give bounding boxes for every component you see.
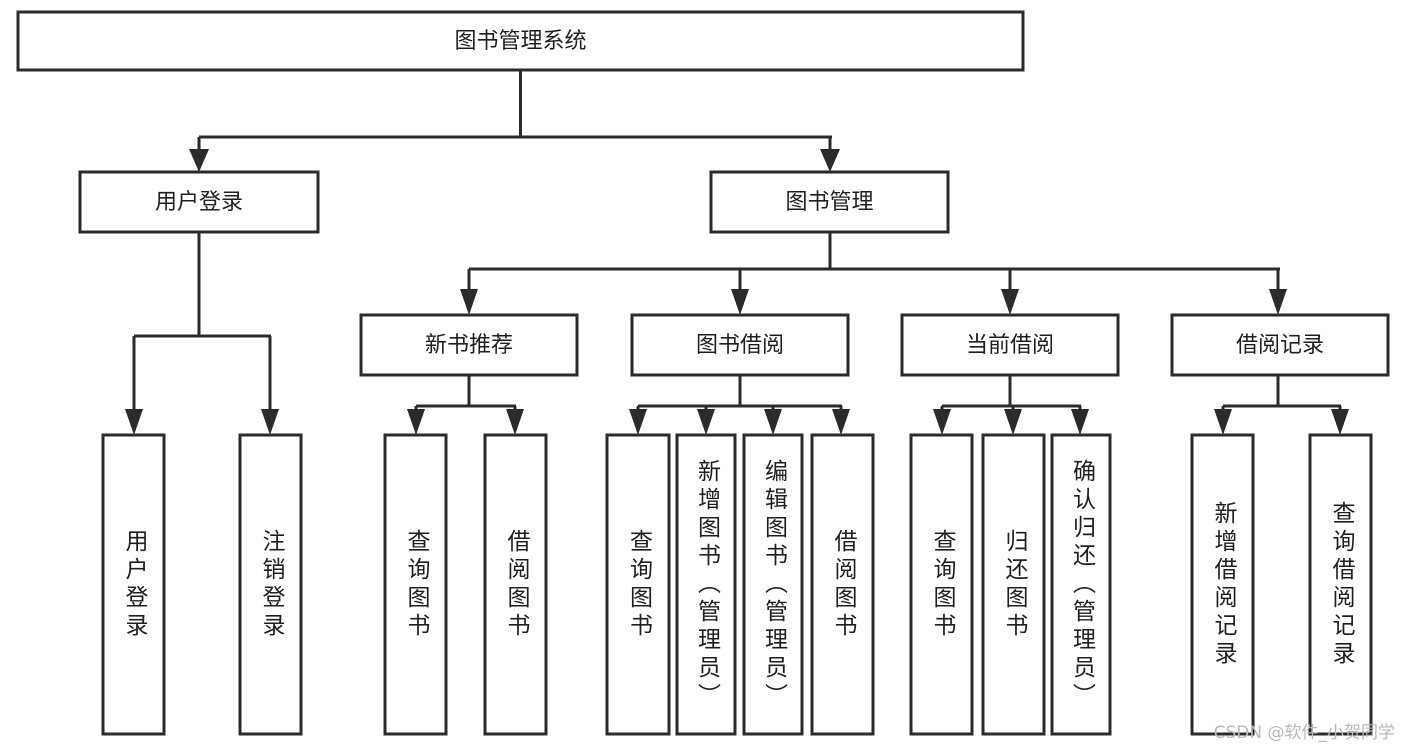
arrow-book-borrow-l4 [832,409,850,435]
node-leaf-confirm-return-admin[interactable]: 确认归还（管理员） [1052,435,1110,734]
node-leaf-query-book-1-label: 查询图书 [403,528,429,641]
arrow-root-to-book-manage [820,149,840,172]
node-leaf-borrow-book-1[interactable]: 借阅图书 [485,435,546,734]
node-leaf-return-book[interactable]: 归还图书 [983,435,1044,734]
node-book-borrow[interactable]: 图书借阅 [630,313,850,377]
node-leaf-user-logout[interactable]: 注销登录 [240,435,301,734]
node-book-borrow-label: 图书借阅 [696,333,784,358]
node-borrow-record-label: 借阅记录 [1236,333,1324,358]
arrow-current-borrow-l3 [1071,409,1089,435]
node-leaf-return-book-label: 归还图书 [1001,528,1027,641]
node-leaf-query-book-3-label: 查询图书 [929,528,955,641]
node-leaf-borrow-book-2[interactable]: 借阅图书 [812,435,873,734]
arrow-book-manage-c2 [731,289,749,315]
node-leaf-user-login-box[interactable] [101,433,166,736]
node-user-login-box[interactable] [78,170,320,234]
node-leaf-user-login-label: 用户登录 [121,528,147,641]
node-leaf-query-borrow-record-box[interactable] [1308,433,1373,736]
node-new-book-recommend-label: 新书推荐 [425,333,513,358]
arrow-book-borrow-l3 [764,409,782,435]
node-book-manage-label: 图书管理 [785,190,873,215]
node-current-borrow-label: 当前借阅 [966,333,1054,358]
node-user-login[interactable]: 用户登录 [78,170,320,234]
node-book-manage[interactable]: 图书管理 [709,170,950,234]
node-leaf-confirm-return-admin-box[interactable] [1050,433,1112,736]
node-new-book-recommend[interactable]: 新书推荐 [359,313,579,377]
csdn-watermark: CSDN @软件_小贺同学 [1213,723,1395,743]
node-leaf-borrow-book-1-box[interactable] [483,433,548,736]
arrow-book-manage-c1 [460,289,478,315]
arrow-current-borrow-l2 [1004,409,1022,435]
node-root[interactable]: 图书管理系统 [16,10,1025,72]
node-current-borrow-box[interactable] [900,313,1120,377]
node-root-label: 图书管理系统 [454,29,586,54]
node-leaf-user-logout-label: 注销登录 [258,528,284,641]
node-leaf-add-borrow-record[interactable]: 新增借阅记录 [1192,435,1253,734]
node-borrow-record[interactable]: 借阅记录 [1170,313,1390,377]
node-leaf-user-login[interactable]: 用户登录 [103,435,164,734]
node-leaf-borrow-book-2-box[interactable] [810,433,875,736]
node-leaf-query-book-2-label: 查询图书 [625,528,652,641]
node-leaf-query-book-3-box[interactable] [909,433,974,736]
node-borrow-record-box[interactable] [1170,313,1390,377]
node-book-borrow-box[interactable] [630,313,850,377]
node-leaf-borrow-book-1-label: 借阅图书 [503,528,529,641]
node-leaf-add-borrow-record-box[interactable] [1190,433,1255,736]
node-leaf-query-book-2-box[interactable] [605,433,671,736]
node-leaf-add-book-admin[interactable]: 新增图书（管理员） [677,435,735,734]
arrow-borrow-record-l2 [1331,409,1349,435]
node-leaf-add-book-admin-box[interactable] [675,433,737,736]
node-leaf-query-borrow-record-label: 查询借阅记录 [1328,500,1354,669]
arrow-book-borrow-l1 [629,409,647,435]
node-user-login-label: 用户登录 [155,190,243,215]
arrow-book-manage-c3 [1001,289,1019,315]
node-book-manage-box[interactable] [709,170,950,234]
arrow-new-book-l2 [506,409,524,435]
node-leaf-query-book-2[interactable]: 查询图书 [607,435,669,734]
arrow-book-manage-c4 [1269,289,1287,315]
node-current-borrow[interactable]: 当前借阅 [900,313,1120,377]
arrow-user-login-right [261,409,279,435]
node-root-box[interactable] [16,10,1025,72]
arrow-borrow-record-l1 [1214,409,1232,435]
arrow-current-borrow-l1 [933,409,951,435]
arrow-user-login-left [125,409,143,435]
node-leaf-query-book-1-box[interactable] [383,433,448,736]
arrow-book-borrow-l2 [697,409,715,435]
node-leaf-edit-book-admin-label: 编辑图书（管理员） [760,458,787,711]
node-leaf-user-logout-box[interactable] [238,433,303,736]
arrow-root-to-user-login [189,149,209,172]
node-leaf-add-borrow-record-label: 新增借阅记录 [1210,500,1236,669]
node-leaf-query-borrow-record[interactable]: 查询借阅记录 [1310,435,1371,734]
arrow-new-book-l1 [407,409,425,435]
node-leaf-borrow-book-2-label: 借阅图书 [830,528,856,641]
node-leaf-query-book-1[interactable]: 查询图书 [385,435,446,734]
node-leaf-edit-book-admin[interactable]: 编辑图书（管理员） [744,435,802,734]
node-leaf-return-book-box[interactable] [981,433,1046,736]
node-leaf-confirm-return-admin-label: 确认归还（管理员） [1068,458,1095,711]
node-leaf-query-book-3[interactable]: 查询图书 [911,435,972,734]
leaf-box-layer [101,433,1373,736]
edge-layer [125,70,1349,435]
node-new-book-recommend-box[interactable] [359,313,579,377]
node-leaf-edit-book-admin-box[interactable] [742,433,804,736]
node-leaf-add-book-admin-label: 新增图书（管理员） [693,458,720,711]
